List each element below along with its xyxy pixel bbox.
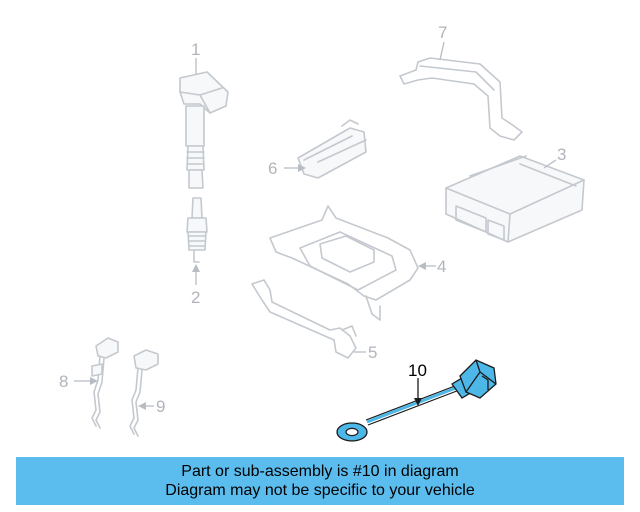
callout-line-3: [543, 159, 557, 169]
callout-6: 6: [268, 159, 277, 178]
callout-9: 9: [156, 397, 165, 416]
lower-bracket-part: [251, 279, 357, 359]
oxygen-sensor-right-part: [129, 349, 159, 437]
callout-7: 7: [438, 23, 447, 42]
control-module-part: [445, 155, 585, 243]
ignition-coil-part: [179, 71, 229, 189]
spark-plug-part: [186, 197, 208, 263]
callout-10: 10: [408, 361, 427, 380]
module-tray-part: [269, 205, 419, 321]
parts-diagram: 1 2 7 3 6 4: [59, 23, 585, 442]
callout-5: 5: [368, 343, 377, 362]
callout-4: 4: [437, 257, 446, 276]
banner-line-disclaimer: Diagram may not be specific to your vehi…: [165, 482, 475, 499]
callout-3: 3: [557, 145, 566, 164]
ecu-bracket-part: [399, 57, 523, 141]
callout-1: 1: [191, 40, 200, 59]
knock-sensor-part[interactable]: [336, 359, 497, 442]
oxygen-sensor-left-part: [91, 337, 119, 429]
callout-line-7: [439, 41, 445, 61]
banner-line-part-number: Part or sub-assembly is #10 in diagram: [181, 463, 459, 480]
callout-8: 8: [59, 372, 68, 391]
sensor-module-part: [297, 119, 367, 179]
callout-2: 2: [191, 288, 200, 307]
info-banner: Part or sub-assembly is #10 in diagram D…: [16, 457, 624, 505]
